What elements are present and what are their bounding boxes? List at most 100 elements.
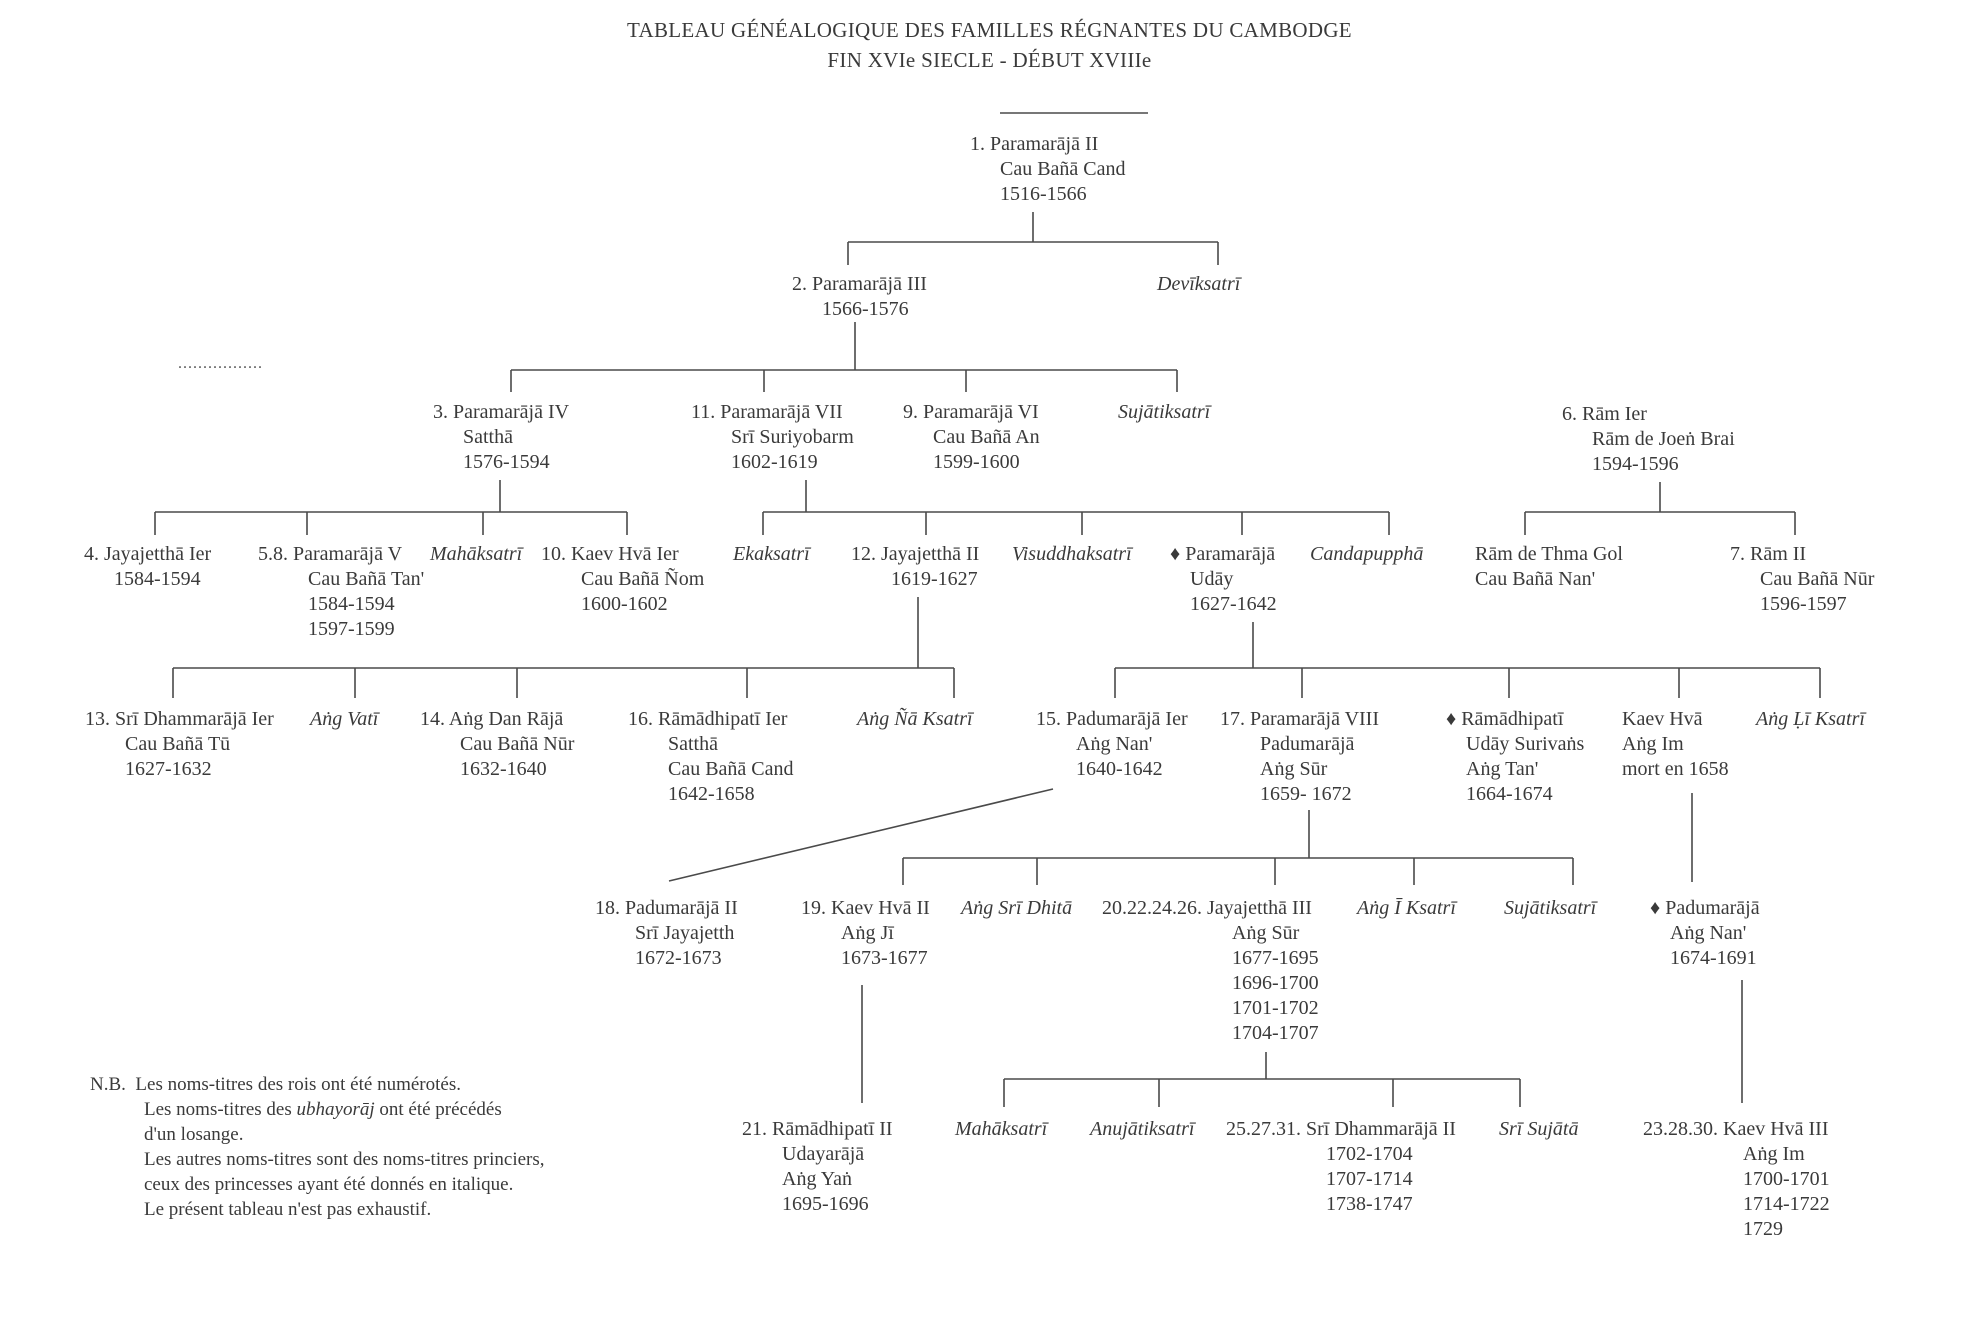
person-name: 15. Padumarājā Ier (1036, 708, 1188, 730)
person-detail: 1695-1696 (782, 1193, 869, 1215)
person-detail: Cau Bañā Nan' (1475, 568, 1596, 590)
chart-subtitle: FIN XVIe SIECLE - DÉBUT XVIIIe (827, 48, 1152, 72)
person-detail: Aṅg Tan' (1466, 758, 1539, 780)
person-detail: 1602-1619 (731, 451, 818, 473)
person-name: Ekaksatrī (733, 543, 810, 565)
person-name: 11. Paramarājā VII (691, 401, 843, 423)
person-detail: 1640-1642 (1076, 758, 1163, 780)
person-name: Aṅg Srī Dhitā (961, 897, 1073, 919)
person-name: 16. Rāmādhipatī Ier (628, 708, 788, 730)
person-name: 14. Aṅg Dan Rājā (420, 708, 564, 730)
person-detail: Srī Jayajetth (635, 922, 735, 944)
person-node-sujatiksatri2: Sujātiksatrī (1504, 896, 1596, 921)
person-detail: Aṅg Im (1622, 733, 1684, 755)
footnote-line: Les noms-titres des rois ont été numérot… (135, 1074, 461, 1095)
person-detail: 1707-1714 (1326, 1168, 1413, 1190)
footnote-label: N.B. (90, 1074, 126, 1095)
person-node-deviksatri: Devīksatrī (1157, 272, 1240, 297)
person-detail: Aṅg Im (1743, 1143, 1805, 1165)
person-detail: 1619-1627 (891, 568, 978, 590)
person-node-ang-na-ksatri: Aṅg Ñā Ksatrī (857, 707, 973, 732)
person-detail: 1674-1691 (1670, 947, 1757, 969)
person-detail: 1596-1597 (1760, 593, 1847, 615)
footnote: N.B. Les noms-titres des rois ont été nu… (90, 1072, 545, 1222)
person-detail: 1696-1700 (1232, 972, 1319, 994)
person-detail: 1701-1702 (1232, 997, 1319, 1019)
person-name: 25.27.31. Srī Dhammarājā II (1226, 1118, 1456, 1140)
person-name: 10. Kaev Hvā Ier (541, 543, 679, 565)
person-detail: Aṅg Sūr (1232, 922, 1300, 944)
person-detail: 1673-1677 (841, 947, 928, 969)
footnote-line: ceux des princesses ayant été donnés en … (144, 1174, 514, 1195)
person-detail: Cau Bañā Cand (1000, 158, 1126, 180)
person-name: 1. Paramarājā II (970, 133, 1099, 155)
person-detail: 1659- 1672 (1260, 783, 1352, 805)
footnote-line: Le présent tableau n'est pas exhaustif. (144, 1199, 432, 1220)
person-node-visuddhaksatri: Visuddhaksatrī (1012, 542, 1132, 567)
person-detail: 1566-1576 (822, 298, 909, 320)
connector-line (668, 788, 1054, 882)
person-node-anujatiksatri: Anujātiksatrī (1090, 1117, 1194, 1142)
person-detail: Udayarājā (782, 1143, 865, 1165)
person-name: Kaev Hvā (1622, 708, 1703, 730)
person-detail: Aṅg Sūr (1260, 758, 1328, 780)
person-node-n25: 25.27.31. Srī Dhammarājā II 1702-1704 1707… (1226, 1117, 1456, 1217)
person-detail: 1729 (1743, 1218, 1783, 1240)
person-detail: 1738-1747 (1326, 1193, 1413, 1215)
footnote-line: Les autres noms-titres sont des noms-tit… (144, 1149, 545, 1170)
footnote-line: d'un losange. (144, 1124, 244, 1145)
person-name: 13. Srī Dhammarājā Ier (85, 708, 274, 730)
person-node-mahaksatri1: Mahāksatrī (430, 542, 522, 567)
person-detail: Cau Bañā Nūr (460, 733, 575, 755)
person-detail: 1627-1632 (125, 758, 212, 780)
person-detail: 1600-1602 (581, 593, 668, 615)
person-name: ♦ Rāmādhipatī (1446, 708, 1564, 730)
person-detail: Cau Bañā Nūr (1760, 568, 1875, 590)
person-detail: 1632-1640 (460, 758, 547, 780)
person-name: Visuddhaksatrī (1012, 543, 1132, 565)
person-name: Rām de Thma Gol (1475, 543, 1623, 565)
person-name: 17. Paramarājā VIII (1220, 708, 1380, 730)
person-detail: Cau Bañā Ñom (581, 568, 705, 590)
person-detail: mort en 1658 (1622, 758, 1729, 780)
person-name: 9. Paramarājā VI (903, 401, 1039, 423)
person-detail: Aṅg Jī (841, 922, 894, 944)
person-detail: 1704-1707 (1232, 1022, 1319, 1044)
person-node-ang-i-ksatri: Aṅg Ī Ksatrī (1357, 896, 1456, 921)
footnote-line: Les noms-titres des (144, 1099, 297, 1120)
person-detail: 1597-1599 (308, 618, 395, 640)
person-node-ang-vati: Aṅg Vatī (310, 707, 378, 732)
person-detail: 1664-1674 (1466, 783, 1553, 805)
person-name: 7. Rām II (1730, 543, 1807, 565)
person-detail: 1642-1658 (668, 783, 755, 805)
person-name: 4. Jayajetthā Ier (84, 543, 212, 565)
person-detail: 1700-1701 (1743, 1168, 1830, 1190)
person-name: ♦ Padumarājā (1650, 897, 1760, 919)
person-detail: 1702-1704 (1326, 1143, 1413, 1165)
person-detail: Satthā (463, 426, 513, 448)
person-name: Anujātiksatrī (1090, 1118, 1195, 1140)
person-detail: 1672-1673 (635, 947, 722, 969)
